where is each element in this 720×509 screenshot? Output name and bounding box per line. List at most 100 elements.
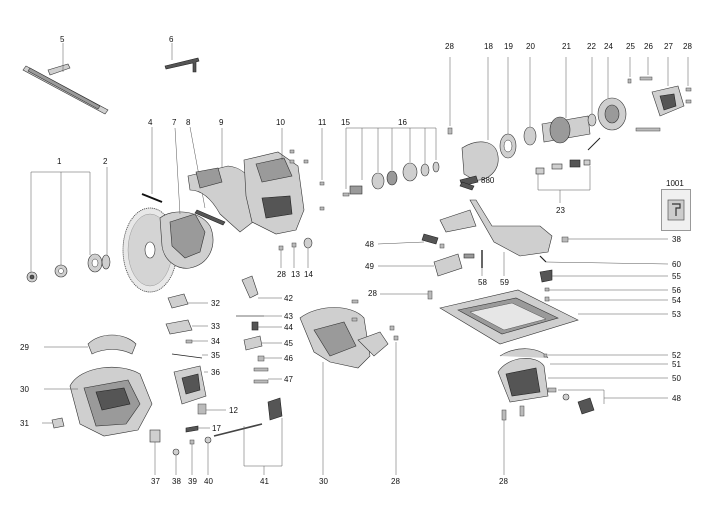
label: 23 xyxy=(556,206,565,215)
label-31 xyxy=(42,417,65,429)
label: 11 xyxy=(318,118,327,127)
label: 44 xyxy=(284,323,293,332)
label: 19 xyxy=(504,42,513,51)
upper-blade-guard xyxy=(187,128,260,233)
label: 40 xyxy=(204,477,213,486)
label: 45 xyxy=(284,339,293,348)
label: 7 xyxy=(172,118,177,127)
label: 50 xyxy=(672,374,681,383)
label: 28 xyxy=(391,477,400,486)
pin-880 xyxy=(459,181,475,191)
label: 34 xyxy=(211,337,220,346)
label: 6 xyxy=(169,35,174,44)
label: 30 xyxy=(20,385,29,394)
bearing-22 xyxy=(587,57,597,127)
label: 28 xyxy=(277,270,286,279)
label: 53 xyxy=(672,310,681,319)
label: 4 xyxy=(148,118,153,127)
motor-housing xyxy=(243,128,305,235)
label: 35 xyxy=(211,351,220,360)
main-housing-30 xyxy=(44,366,153,437)
cover-housing-30 xyxy=(299,299,389,475)
label: 8 xyxy=(186,118,191,127)
label: 55 xyxy=(672,272,681,281)
spring-8 xyxy=(189,126,226,226)
pins-28 xyxy=(380,290,433,475)
gear-housing xyxy=(447,57,499,187)
screws-11 xyxy=(289,128,325,211)
pendulum-guard xyxy=(159,127,214,269)
flange-washer-set xyxy=(26,171,103,283)
pins-56-54 xyxy=(544,287,668,302)
label: 880 xyxy=(481,176,495,185)
base-plate xyxy=(439,289,668,345)
label: 51 xyxy=(672,360,681,369)
armature xyxy=(541,57,591,144)
screw-38 xyxy=(561,236,668,243)
pin-4 xyxy=(141,127,163,203)
label: 28 xyxy=(683,42,692,51)
label: 58 xyxy=(478,278,487,287)
label: 9 xyxy=(219,118,224,127)
label: 54 xyxy=(672,296,681,305)
label: 25 xyxy=(626,42,635,51)
label: 43 xyxy=(284,312,293,321)
accessory-icon xyxy=(661,189,691,231)
label: 10 xyxy=(276,118,285,127)
clamp-screw-48 xyxy=(377,233,445,249)
label: 48 xyxy=(365,240,374,249)
label: 15 xyxy=(341,118,350,127)
label: 17 xyxy=(212,424,221,433)
small-parts-column xyxy=(165,275,282,433)
label: 28 xyxy=(445,42,454,51)
cover-50 xyxy=(497,348,668,403)
label: 59 xyxy=(500,278,509,287)
bottom-small-parts xyxy=(149,397,283,475)
spring-60 xyxy=(539,255,669,265)
screws-25-26 xyxy=(627,57,661,132)
label: 18 xyxy=(484,42,493,51)
label: 42 xyxy=(284,294,293,303)
label: 36 xyxy=(211,368,220,377)
hex-key xyxy=(164,43,200,73)
screws-13-14 xyxy=(278,237,313,268)
label: 48 xyxy=(672,394,681,403)
label: 21 xyxy=(562,42,571,51)
label: 32 xyxy=(211,299,220,308)
label: 46 xyxy=(284,354,293,363)
label: 14 xyxy=(304,270,313,279)
end-cover-27 xyxy=(651,57,692,117)
bracket-55 xyxy=(539,269,668,283)
label: 20 xyxy=(526,42,535,51)
label: 1 xyxy=(57,157,62,166)
label: 47 xyxy=(284,375,293,384)
label: 41 xyxy=(260,477,269,486)
stator-24 xyxy=(597,57,627,131)
label: 52 xyxy=(672,351,681,360)
handle-29 xyxy=(44,334,137,355)
label: 38 xyxy=(172,477,181,486)
label: 37 xyxy=(151,477,160,486)
parallel-guide-bracket xyxy=(439,199,553,276)
label: 29 xyxy=(20,343,29,352)
label: 12 xyxy=(229,406,238,415)
drive-shaft-parts xyxy=(342,127,440,197)
reducing-ring xyxy=(101,167,111,270)
clamp-lever-49 xyxy=(378,253,475,277)
clamp-48-right xyxy=(501,387,668,475)
brush-holders xyxy=(535,137,601,203)
label: 24 xyxy=(604,42,613,51)
label: 30 xyxy=(319,477,328,486)
guide-rail xyxy=(22,43,109,115)
label: 26 xyxy=(644,42,653,51)
label: 27 xyxy=(664,42,673,51)
label: 28 xyxy=(499,477,508,486)
label: 16 xyxy=(398,118,407,127)
label: 49 xyxy=(365,262,374,271)
label: 31 xyxy=(20,419,29,428)
label: 60 xyxy=(672,260,681,269)
label: 56 xyxy=(672,286,681,295)
bearing-19-20 xyxy=(499,57,537,159)
